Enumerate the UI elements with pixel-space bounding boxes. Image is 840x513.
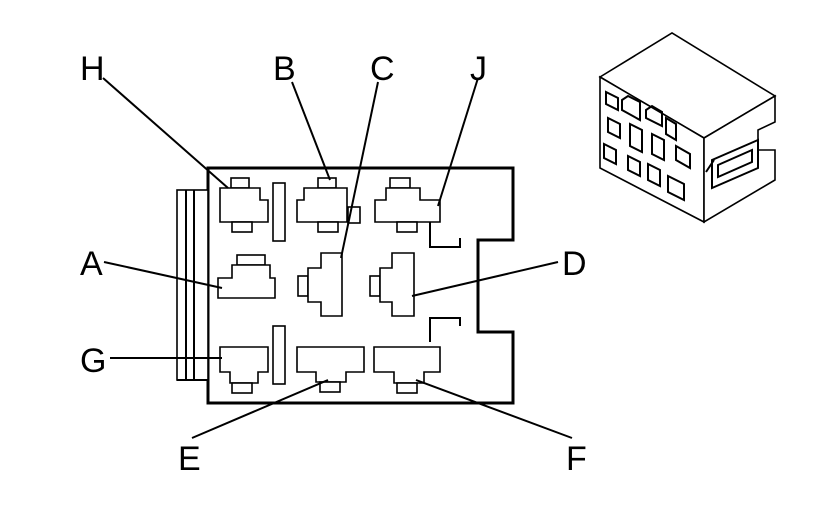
side-tab [429, 317, 461, 342]
pin-label-b: B [273, 50, 296, 88]
terminal-cavity-b [296, 177, 348, 233]
left-latch [176, 189, 209, 381]
leader-line-d [411, 261, 559, 297]
leader-line-a [103, 261, 223, 289]
connector-isometric-view [598, 32, 777, 224]
terminal-cavity-d [369, 252, 415, 317]
terminal-cavity-j [374, 177, 441, 233]
connector-face [176, 166, 515, 405]
leader-line-j [437, 77, 479, 207]
terminal-cavity-g [219, 346, 269, 394]
pin-label-c: C [370, 50, 395, 88]
pin-label-j: J [470, 50, 487, 88]
leader-line-c [340, 81, 379, 259]
pin-labels: H B C J A D G E F [80, 50, 587, 478]
separator-rib [272, 325, 286, 385]
terminal-cavity-h [219, 177, 269, 233]
leader-lines [102, 77, 573, 439]
leader-line-h [102, 77, 229, 189]
pin-label-d: D [562, 245, 587, 283]
terminal-cavity-a [217, 254, 276, 299]
leader-line-f [415, 379, 573, 439]
pin-label-e: E [178, 440, 201, 478]
pin-label-g: G [80, 342, 106, 380]
pin-label-f: F [566, 440, 587, 478]
terminal-cavity-e [296, 346, 365, 393]
isometric-cavities [603, 90, 691, 202]
leader-line-b [291, 81, 331, 181]
terminal-cavity-c [297, 252, 343, 317]
side-tab [429, 222, 461, 248]
pin-label-h: H [80, 50, 105, 88]
pin-label-a: A [80, 245, 103, 283]
leader-line-e [191, 379, 329, 439]
separator-rib [272, 182, 286, 242]
